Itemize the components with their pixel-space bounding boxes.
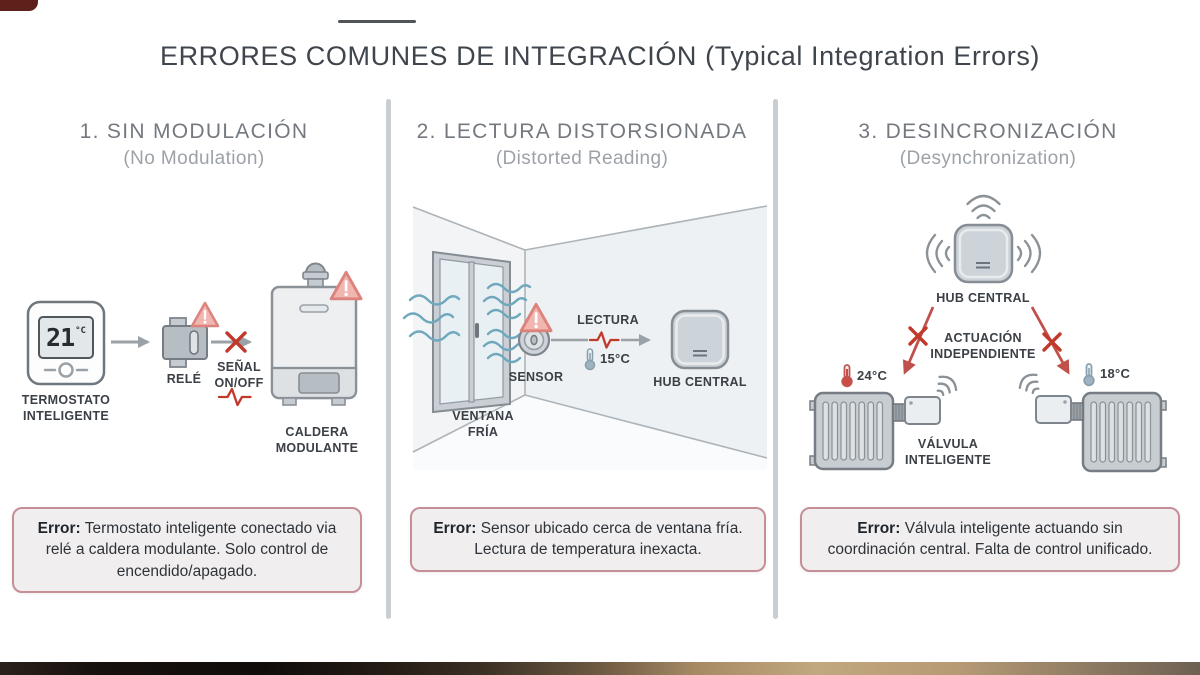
error-box: Error: Sensor ubicado cerca de ventana f…	[410, 507, 766, 572]
warning-icon	[329, 270, 363, 301]
warning-icon	[519, 302, 553, 333]
hub-label: HUB CENTRAL	[653, 375, 747, 389]
panel-divider-left	[386, 99, 391, 619]
valve-wifi-icon	[1018, 373, 1040, 395]
panel-1-subtitle: (No Modulation)	[123, 148, 265, 169]
thermostat-temp-unit: °C	[75, 325, 86, 336]
error-label: Error:	[37, 520, 81, 537]
thermostat-icon	[26, 300, 106, 386]
relay-label: RELÉ	[166, 372, 202, 386]
panel-3-diagram	[809, 194, 1167, 473]
hub-icon	[670, 309, 730, 370]
screen-line-artifact	[338, 20, 416, 23]
radiator-right-icon	[1081, 391, 1167, 473]
arrow-hub-to-left-valve-icon	[902, 306, 935, 375]
error-text: Válvula inteligente actuando sin coordin…	[827, 520, 1153, 559]
signal-label: SEÑAL ON/OFF	[214, 360, 264, 390]
error-box: Error: Termostato inteligente conectado …	[12, 507, 362, 594]
hub-icon	[953, 223, 1014, 284]
window-label: VENTANA FRÍA	[452, 409, 514, 439]
thermometer-icon	[584, 348, 596, 371]
window-icon	[432, 250, 511, 414]
panel-2-diagram	[402, 205, 768, 470]
valve-label: VÁLVULA INTELIGENTE	[905, 437, 991, 467]
valve-wifi-icon	[936, 375, 958, 397]
smart-valve-left-icon	[892, 396, 941, 425]
error-box: Error: Válvula inteligente actuando sin …	[800, 507, 1180, 572]
warning-icon	[190, 301, 220, 328]
error-label: Error:	[433, 520, 477, 537]
error-text: Termostato inteligente conectado via rel…	[45, 520, 337, 580]
error-label: Error:	[857, 520, 901, 537]
blocked-signal-x-icon	[225, 331, 247, 353]
blocked-coordination-x-icon	[908, 326, 928, 346]
blocked-coordination-x-icon	[1042, 332, 1062, 352]
reading-temp-value: 15°C	[600, 351, 631, 366]
sensor-label: SENSOR	[508, 370, 564, 384]
hub-label: HUB CENTRAL	[936, 291, 1030, 305]
panel-divider-right	[773, 99, 778, 619]
reading-label: LECTURA	[577, 313, 639, 327]
boiler-icon	[270, 262, 358, 406]
distorted-signal-pulse-icon	[588, 331, 620, 349]
panel-1-diagram	[26, 262, 363, 407]
cold-draft-waves-icon	[402, 282, 532, 364]
thermostat-display: 21 °C	[39, 318, 93, 357]
signal-pulse-icon	[217, 387, 252, 407]
radiator-left-icon	[809, 391, 895, 471]
panel-distorted-reading: 2. LECTURA DISTORSIONADA (Distorted Read…	[388, 0, 776, 662]
thermometer-cold-icon	[1083, 363, 1095, 387]
panel-2-heading: 2. LECTURA DISTORSIONADA	[416, 120, 748, 143]
panel-3-subtitle: (Desynchronization)	[899, 148, 1077, 169]
hub-wifi-icon	[925, 194, 1042, 274]
thermometer-hot-icon	[841, 364, 853, 388]
bottom-photo-edge	[0, 662, 1200, 675]
screen-corner-artifact	[0, 0, 38, 11]
actuation-label: ACTUACIÓN INDEPENDIENTE	[930, 331, 1036, 361]
page-title: ERRORES COMUNES DE INTEGRACIÓN (Typical …	[159, 41, 1041, 71]
thermostat-temp-value: 21	[46, 323, 75, 352]
panel-1-heading: 1. SIN MODULACIÓN	[79, 120, 309, 143]
panel-2-subtitle: (Distorted Reading)	[495, 148, 669, 169]
panel-desynchronization: 3. DESINCRONIZACIÓN (Desynchronization)	[776, 0, 1200, 662]
relay-icon	[162, 317, 208, 368]
boiler-label: CALDERA MODULANTE	[275, 425, 359, 455]
left-temp-value: 24°C	[857, 368, 888, 383]
right-temp-value: 18°C	[1100, 366, 1131, 381]
smart-valve-right-icon	[1035, 395, 1084, 424]
thermostat-label: TERMOSTATO INTELIGENTE	[21, 393, 111, 423]
error-text: Sensor ubicado cerca de ventana fría. Le…	[474, 520, 743, 559]
panel-3-heading: 3. DESINCRONIZACIÓN	[858, 120, 1118, 143]
panel-no-modulation: 1. SIN MODULACIÓN (No Modulation)	[0, 0, 388, 662]
